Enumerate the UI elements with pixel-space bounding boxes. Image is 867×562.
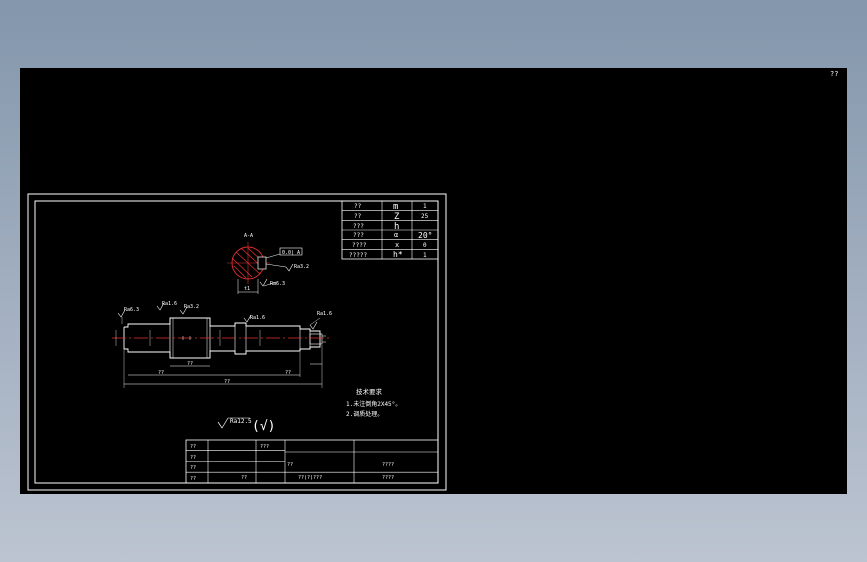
dimension-label: ?? — [187, 361, 193, 367]
param-value: 25 — [421, 213, 429, 220]
param-symbol: α — [394, 231, 398, 239]
param-symbol: h — [394, 222, 399, 232]
sheet-outer-border — [27, 193, 447, 491]
svg-text:??(?)???: ??(?)??? — [298, 475, 322, 481]
title-block: ?? ??? ?? ?? ?? ???? ?? ?? ??(?)??? ???? — [185, 439, 439, 484]
gear-parameters-table: ?? m 1 ?? Z 25 ??? h ??? α 20° ???? x 0 … — [341, 200, 439, 260]
shaft-main-view: Ra6.3 Ra1.6 Ra3.2 Ra1.6 Ra1.6 ?? ?? ?? ?… — [112, 301, 332, 388]
sheet-inner-border — [34, 200, 439, 484]
param-value: 20° — [418, 231, 432, 240]
param-name: ??? — [353, 223, 364, 230]
dimension-label: ?? — [224, 379, 230, 385]
param-value: 0 — [423, 242, 427, 249]
param-value: 1 — [423, 203, 427, 210]
svg-text:???: ??? — [260, 444, 269, 450]
svg-text:??: ?? — [190, 455, 196, 461]
param-value: 1 — [423, 252, 427, 259]
svg-text:??: ?? — [190, 476, 196, 482]
roughness-symbol: Ra6.3 — [270, 281, 285, 287]
notes-title: 技术要求 — [356, 387, 383, 396]
dimension-label: ?? — [158, 370, 164, 376]
coords-label: ?? — [830, 70, 838, 78]
param-name: ???? — [352, 242, 367, 249]
param-name: ??? — [353, 232, 364, 239]
roughness-symbol: Ra1.6 — [250, 315, 265, 321]
roughness-symbol: Ra1.6 — [317, 311, 332, 317]
param-symbol: Z — [394, 212, 400, 222]
cad-model-viewport[interactable]: ?? ?? m 1 ?? Z 25 ??? h ??? α 20° ???? x… — [20, 68, 847, 494]
svg-text:(√): (√) — [252, 419, 275, 434]
roughness-symbol: Ra6.3 — [124, 307, 139, 313]
section-view-a-a: A-A 0.0| A Ra3.2 t1 Ra6.3 — [227, 233, 309, 294]
section-label: A-A — [244, 233, 253, 239]
svg-text:??: ?? — [190, 465, 196, 471]
svg-text:????: ???? — [382, 475, 394, 481]
param-name: ????? — [349, 252, 367, 259]
drawing-canvas[interactable]: ?? ?? m 1 ?? Z 25 ??? h ??? α 20° ???? x… — [20, 68, 847, 494]
svg-text:??: ?? — [190, 444, 196, 450]
svg-text:??: ?? — [287, 462, 293, 468]
roughness-icon — [217, 417, 229, 429]
svg-text:??: ?? — [241, 475, 247, 481]
svg-text:0.0| A: 0.0| A — [282, 250, 300, 256]
roughness-symbol: Ra3.2 — [184, 304, 199, 310]
tolerance-frame — [279, 247, 303, 256]
technical-requirements: 技术要求 1.未注倒角2X45°。 2.调质处理。 — [346, 387, 401, 418]
param-name: ?? — [354, 203, 362, 210]
param-name: ?? — [354, 213, 362, 220]
roughness-symbol: Ra1.6 — [162, 301, 177, 307]
dimension-label: t1 — [244, 286, 250, 292]
svg-text:Ra12.5: Ra12.5 — [230, 418, 252, 425]
dimension-label: ?? — [285, 370, 291, 376]
notes-line: 2.调质处理。 — [346, 410, 383, 418]
general-roughness: Ra12.5 (√) — [217, 417, 275, 434]
param-symbol: h* — [393, 250, 403, 259]
param-symbol: m — [393, 202, 398, 212]
notes-line: 1.未注倒角2X45°。 — [346, 400, 401, 408]
svg-text:????: ???? — [382, 462, 394, 468]
roughness-symbol: Ra3.2 — [294, 264, 309, 270]
param-symbol: x — [395, 241, 399, 249]
